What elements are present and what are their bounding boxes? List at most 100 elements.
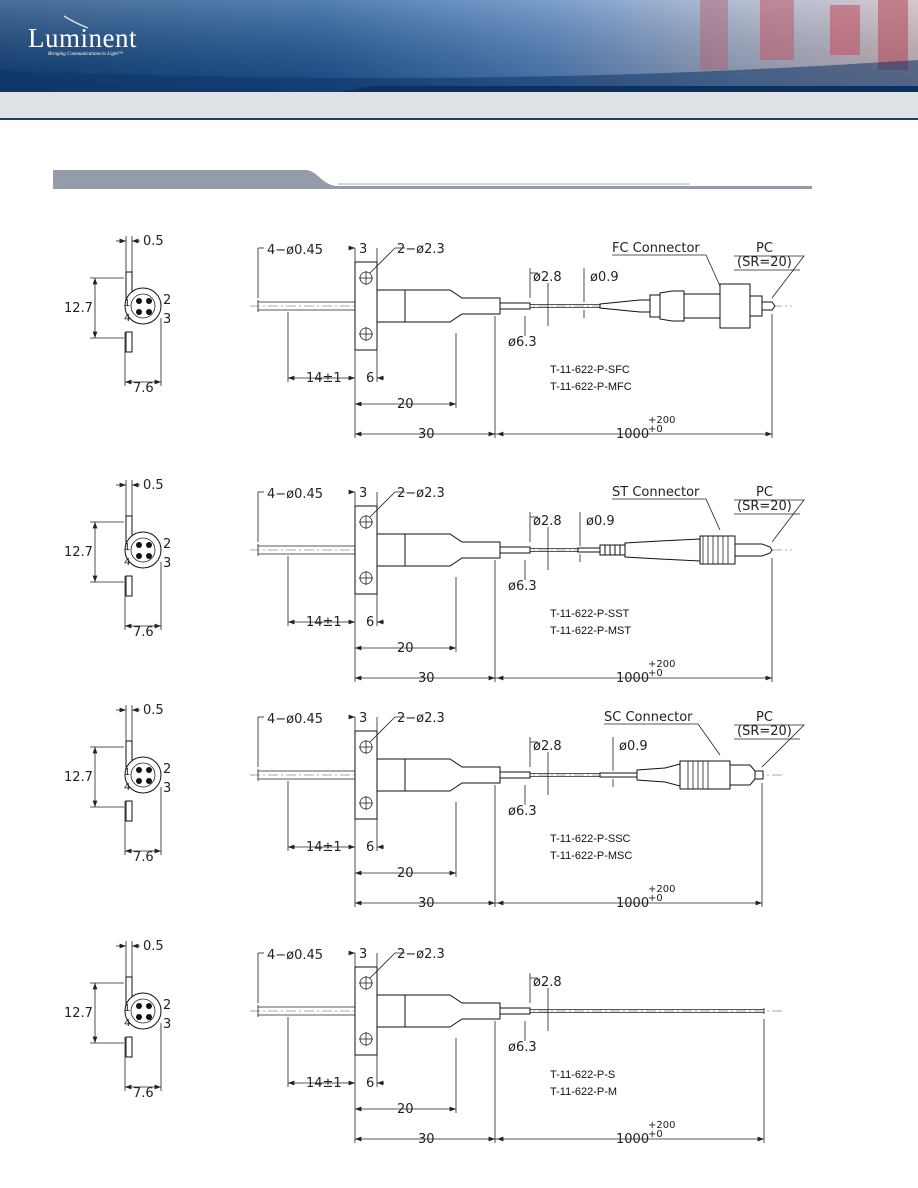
dim-flange-thickness: 6 (366, 840, 374, 855)
dim-mounting-holes: 2−ø2.3 (397, 947, 445, 962)
package-outline (124, 756, 162, 794)
dim-barrel-diameter: ø2.8 (533, 975, 562, 990)
pin-dot (146, 553, 152, 559)
dimension-arrowhead (355, 431, 362, 437)
dimension-arrowhead (125, 379, 132, 385)
polish-type-label: PC (756, 485, 773, 500)
dim-tolerance-minus: +0 (648, 893, 663, 904)
dim-total-length: 30 (418, 671, 435, 686)
page-header: Luminent Bringing Communications to Ligh… (0, 0, 918, 120)
polish-type-label: PC (756, 241, 773, 256)
dim-mounting-holes: 2−ø2.3 (397, 486, 445, 501)
package-outline (124, 287, 162, 325)
dimension-arrowhead (125, 623, 132, 629)
dimension-arrowhead (119, 482, 126, 488)
dimension-arrowhead (497, 1136, 504, 1142)
pin-label-4: 4 (124, 782, 130, 793)
leader-line (612, 254, 721, 287)
dim-lead-length: 14±1 (306, 840, 342, 855)
dim-flange-diameter: ø6.3 (508, 335, 537, 350)
dimension-arrowhead (355, 645, 362, 651)
polish-radius-label: (SR=20) (737, 255, 792, 270)
dimension-arrowhead (355, 1106, 362, 1112)
receptacle-barrel (404, 994, 501, 1028)
part-number-single-mode: T-11-622-P-SFC (550, 364, 630, 376)
dimension-arrowhead (377, 844, 384, 850)
dimension-arrowhead (132, 943, 139, 949)
housing-body (376, 758, 406, 792)
dimension-arrowhead (449, 401, 456, 407)
optical-connector (599, 283, 776, 329)
pin-dot (136, 1003, 142, 1009)
connector-type-label: FC Connector (612, 241, 700, 256)
pin-dot (136, 309, 142, 315)
dim-flange-diameter: ø6.3 (508, 804, 537, 819)
dim-height: 12.7 (64, 1006, 93, 1021)
part-number-multi-mode: T-11-622-P-MSC (550, 850, 632, 862)
dimension-arrowhead (757, 1136, 764, 1142)
dim-flange-width: 3 (359, 947, 367, 962)
dim-flange-thickness: 6 (366, 1076, 374, 1091)
dimension-arrowhead (92, 800, 98, 807)
dimension-arrowhead (288, 619, 295, 625)
dimension-arrowhead (119, 707, 126, 713)
dimension-arrowhead (132, 707, 139, 713)
dimension-arrowhead (755, 900, 762, 906)
dim-mounting-holes: 2−ø2.3 (397, 711, 445, 726)
dim-total-length: 30 (418, 427, 435, 442)
dimension-arrowhead (348, 844, 355, 850)
part-number-multi-mode: T-11-622-P-MFC (550, 381, 632, 393)
dim-barrel-diameter: ø2.8 (533, 270, 562, 285)
dimension-arrowhead (488, 431, 495, 437)
section-divider-bar (0, 165, 918, 195)
part-number-multi-mode: T-11-622-P-M (550, 1086, 617, 1098)
dimension-arrowhead (348, 950, 355, 956)
dimension-arrowhead (765, 675, 772, 681)
optical-connector (599, 760, 764, 790)
dimension-arrowhead (355, 1136, 362, 1142)
optical-connector (577, 535, 773, 565)
dimension-arrowhead (488, 1136, 495, 1142)
pin-dot (136, 553, 142, 559)
leader-line (734, 724, 805, 768)
polish-radius-label: (SR=20) (737, 499, 792, 514)
dimension-arrowhead (355, 675, 362, 681)
pin-label-2: 2 (163, 293, 171, 308)
pin-dot (146, 767, 152, 773)
pin-dot (146, 1014, 152, 1020)
pin-label-1: 1 (124, 298, 130, 309)
leader-line (369, 716, 405, 743)
pin-label-4: 4 (124, 313, 130, 324)
dimension-arrowhead (765, 431, 772, 437)
dimension-arrowhead (355, 900, 362, 906)
leader-line (734, 499, 805, 543)
dimension-arrowhead (348, 245, 355, 251)
dimension-arrowhead (154, 623, 161, 629)
pin-dot (146, 778, 152, 784)
pin-label-3: 3 (163, 556, 171, 571)
dim-flange-thickness: 6 (366, 371, 374, 386)
dimension-arrowhead (377, 375, 384, 381)
dimension-arrowhead (125, 848, 132, 854)
pin-dot (146, 298, 152, 304)
receptacle-barrel (404, 289, 501, 323)
receptacle-barrel (404, 758, 501, 792)
package-outline (124, 531, 162, 569)
polish-radius-label: (SR=20) (737, 724, 792, 739)
housing-body (376, 994, 406, 1028)
dim-lead-length: 14±1 (306, 1076, 342, 1091)
dim-flange-width: 3 (359, 242, 367, 257)
dim-tolerance-minus: +0 (648, 668, 663, 679)
fiber-boot (499, 771, 531, 779)
pin-label-3: 3 (163, 781, 171, 796)
dim-height: 12.7 (64, 301, 93, 316)
connector-type-label: SC Connector (604, 710, 693, 725)
leader-line (612, 498, 721, 531)
